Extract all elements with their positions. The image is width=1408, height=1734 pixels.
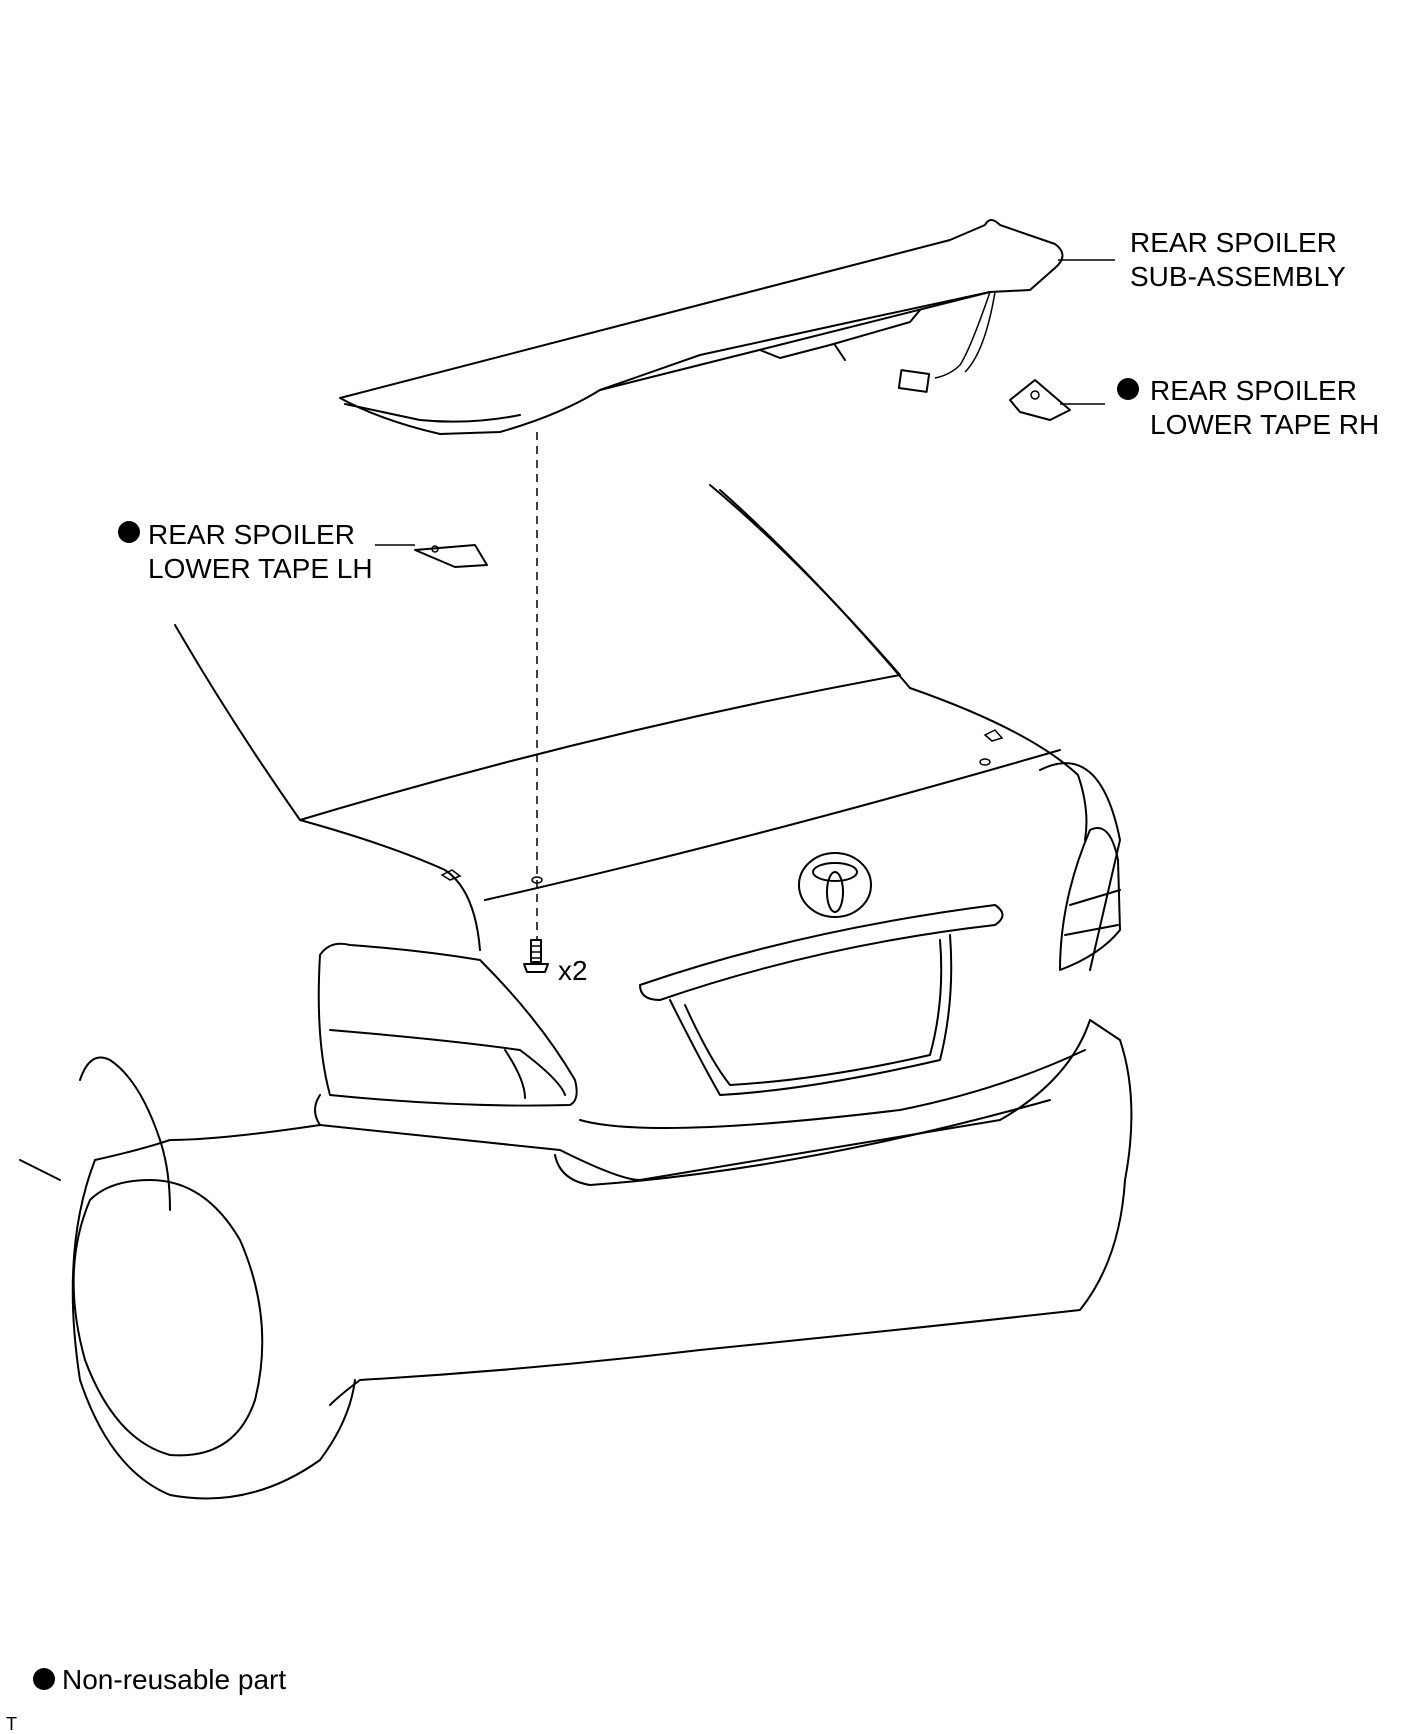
toyota-emblem-icon xyxy=(798,852,872,918)
tape-rh-label-line2: LOWER TAPE RH xyxy=(1150,409,1379,440)
bolt-quantity-label: x2 xyxy=(558,955,588,986)
non-reusable-icon-rh xyxy=(1117,378,1139,400)
non-reusable-icon-lh xyxy=(118,521,140,543)
non-reusable-icon-legend xyxy=(33,1668,55,1690)
bolt-icon xyxy=(523,939,549,973)
legend-text: Non-reusable part xyxy=(62,1664,286,1695)
spoiler-label-line2: SUB-ASSEMBLY xyxy=(1130,261,1346,292)
spoiler-label-line1: REAR SPOILER xyxy=(1130,227,1337,258)
tape-lh-label-line1: REAR SPOILER xyxy=(148,519,355,550)
lower-tape-rh xyxy=(1009,379,1071,421)
vehicle-rear-body xyxy=(19,484,1133,1500)
tape-lh-label-line2: LOWER TAPE LH xyxy=(148,553,373,584)
tape-rh-label-line1: REAR SPOILER xyxy=(1150,375,1357,406)
rear-spoiler-sub-assembly xyxy=(339,219,1064,435)
corner-mark: T xyxy=(6,1714,17,1734)
lower-tape-lh xyxy=(414,544,488,568)
